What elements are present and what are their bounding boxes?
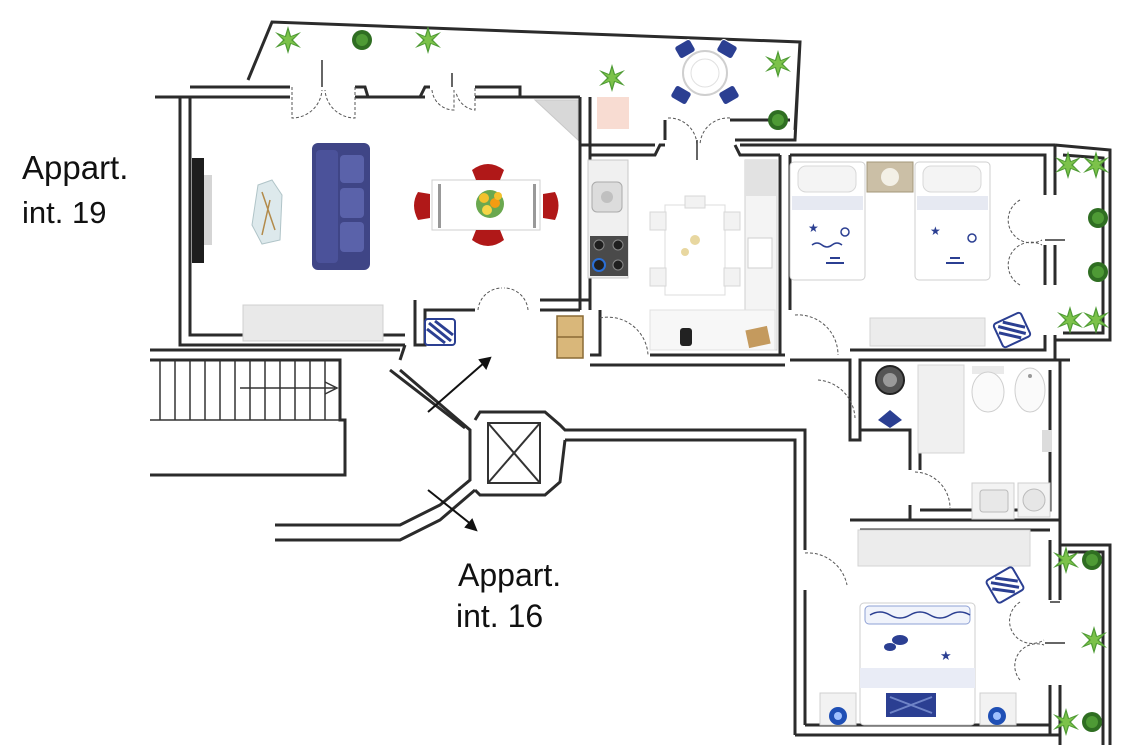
label-appart-19-line1: Appart. — [22, 149, 129, 186]
label-appart-16-line1: Appart. — [458, 557, 562, 593]
entrance-arrows — [427, 356, 492, 532]
svg-text:★: ★ — [808, 221, 819, 235]
patio-table — [670, 39, 740, 105]
living-room — [192, 99, 584, 359]
label-appart-19-line2: int. 19 — [22, 195, 107, 230]
sofa — [312, 143, 370, 270]
label-appart-19: Appart. — [22, 150, 128, 186]
elevator — [487, 422, 541, 484]
bed-double: ★ — [859, 602, 976, 726]
kitchen — [587, 159, 778, 351]
bed-left: ★ — [789, 161, 866, 281]
bathroom — [875, 364, 1052, 520]
bed-right: ★ — [914, 161, 991, 281]
terrace — [275, 26, 791, 130]
bedroom-double: ★ — [819, 529, 1031, 726]
label-appart-16-line2: int. 16 — [456, 598, 544, 634]
svg-text:★: ★ — [930, 224, 941, 238]
stairs — [150, 360, 340, 421]
label-appart-16-sub: int. 16 — [456, 598, 543, 634]
label-appart-16: Appart. — [458, 557, 561, 593]
svg-text:★: ★ — [940, 649, 952, 664]
bedroom-twin: ★ ★ — [789, 161, 1033, 350]
doors — [291, 87, 1045, 681]
dining-table — [414, 164, 559, 246]
balcony-east — [1055, 151, 1109, 334]
label-appart-19-sub: int. 19 — [22, 195, 106, 231]
